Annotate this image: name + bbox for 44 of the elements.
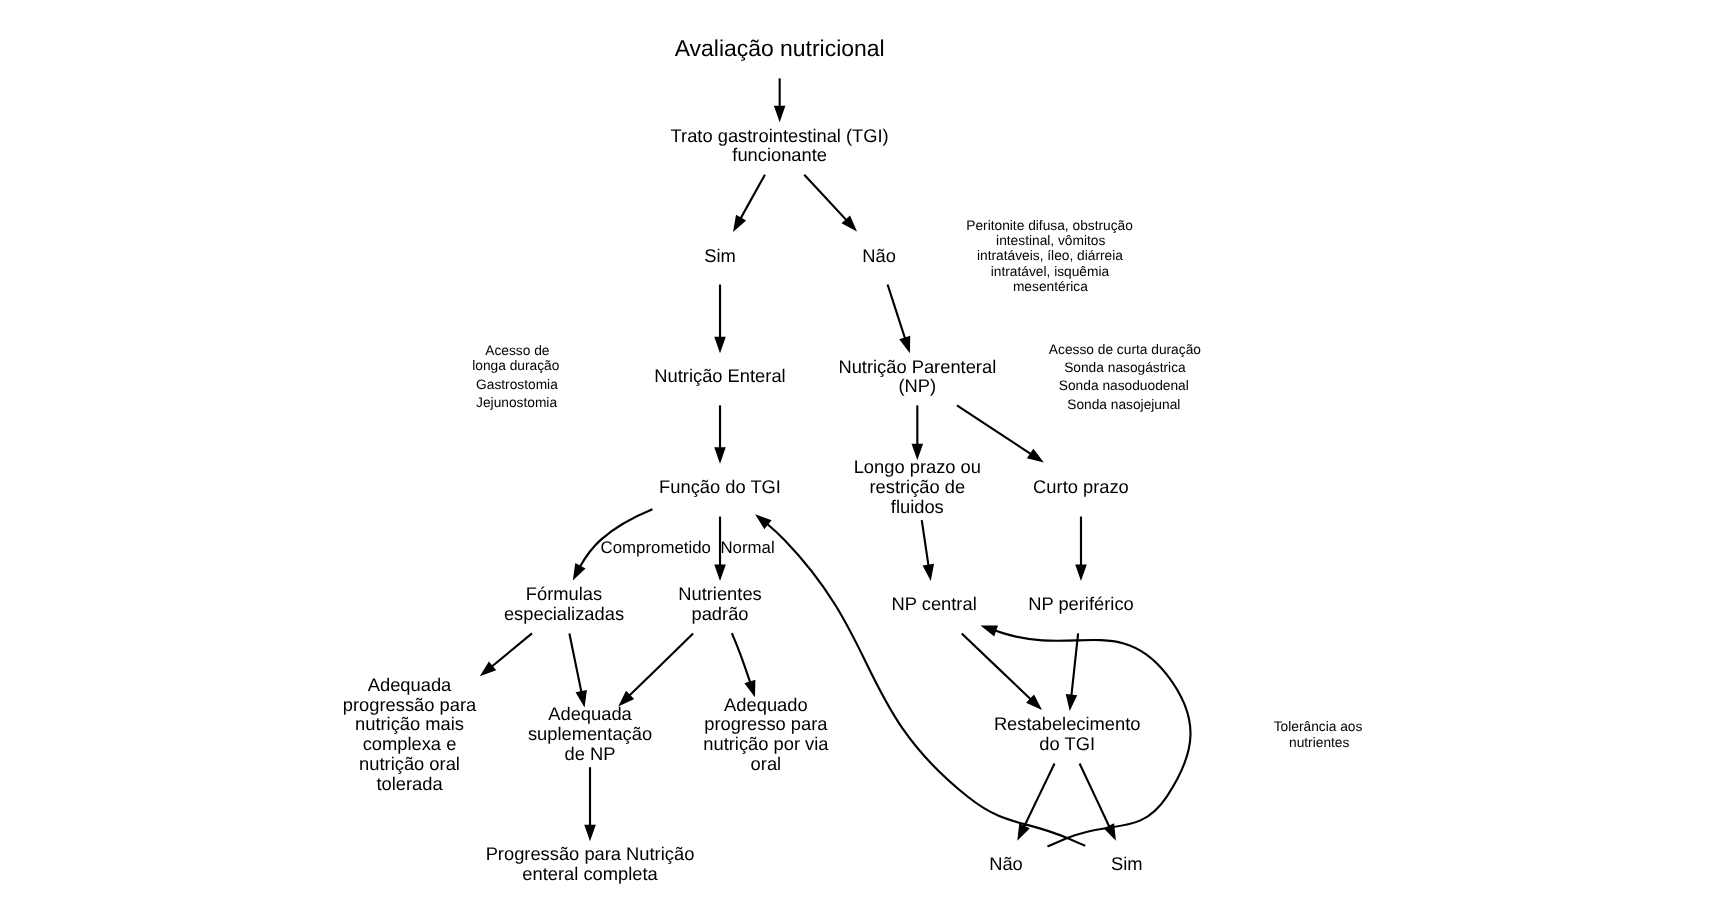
node-text: Nutrição Enteral <box>654 366 786 387</box>
node-text: Progressão para Nutrição enteral completa <box>485 844 695 885</box>
arrow <box>1065 633 1080 711</box>
arrow <box>886 284 911 354</box>
arrow <box>568 633 587 708</box>
node-text: Nutrição Parenteral (NP) <box>838 356 997 397</box>
arrow <box>956 404 1044 463</box>
node-text: Não <box>989 854 1023 875</box>
arrow <box>755 514 1086 847</box>
arrow <box>961 632 1043 711</box>
node-text: NP periférico <box>1028 594 1134 615</box>
node-text: Sim <box>1111 854 1143 875</box>
node-text: Não <box>862 245 896 266</box>
arrow <box>920 519 935 582</box>
arrow <box>1017 762 1056 841</box>
node-text: Longo prazo ou restrição de fluidos <box>853 457 981 518</box>
arrow <box>803 174 857 232</box>
node-text: Fórmulas especializadas <box>503 584 625 625</box>
node-text: Avaliação nutricional <box>674 37 885 62</box>
node-text: Adequada suplementação de NP <box>527 704 653 765</box>
node-text: Adequada progressão para nutrição mais complexa e nutrição oral tolerada <box>342 674 477 795</box>
arrow <box>773 78 786 123</box>
node-text: NP central <box>891 594 977 615</box>
arrow <box>1075 516 1087 581</box>
arrow <box>730 632 756 698</box>
arrow <box>584 767 596 842</box>
edge-label: Normal <box>720 537 775 558</box>
arrow <box>479 632 533 677</box>
arrow <box>714 516 726 581</box>
edge-label: Comprometido <box>600 537 711 558</box>
node-text: Adequado progresso para nutrição por via oral <box>703 694 829 775</box>
arrow <box>733 174 766 233</box>
node-text: Trato gastrointestinal (TGI) funcionante <box>670 125 889 166</box>
node-text: Nutrientes padrão <box>678 584 762 625</box>
node-text: Curto prazo <box>1033 477 1129 498</box>
node-text: Função do TGI <box>659 477 781 498</box>
node-text: Restabelecimento do TGI <box>993 714 1141 755</box>
arrow <box>980 625 1192 848</box>
arrow <box>618 632 694 707</box>
node-text: Sim <box>704 245 736 266</box>
arrow <box>714 284 726 354</box>
arrow <box>572 508 653 581</box>
arrow <box>911 405 924 461</box>
arrow <box>714 405 726 464</box>
